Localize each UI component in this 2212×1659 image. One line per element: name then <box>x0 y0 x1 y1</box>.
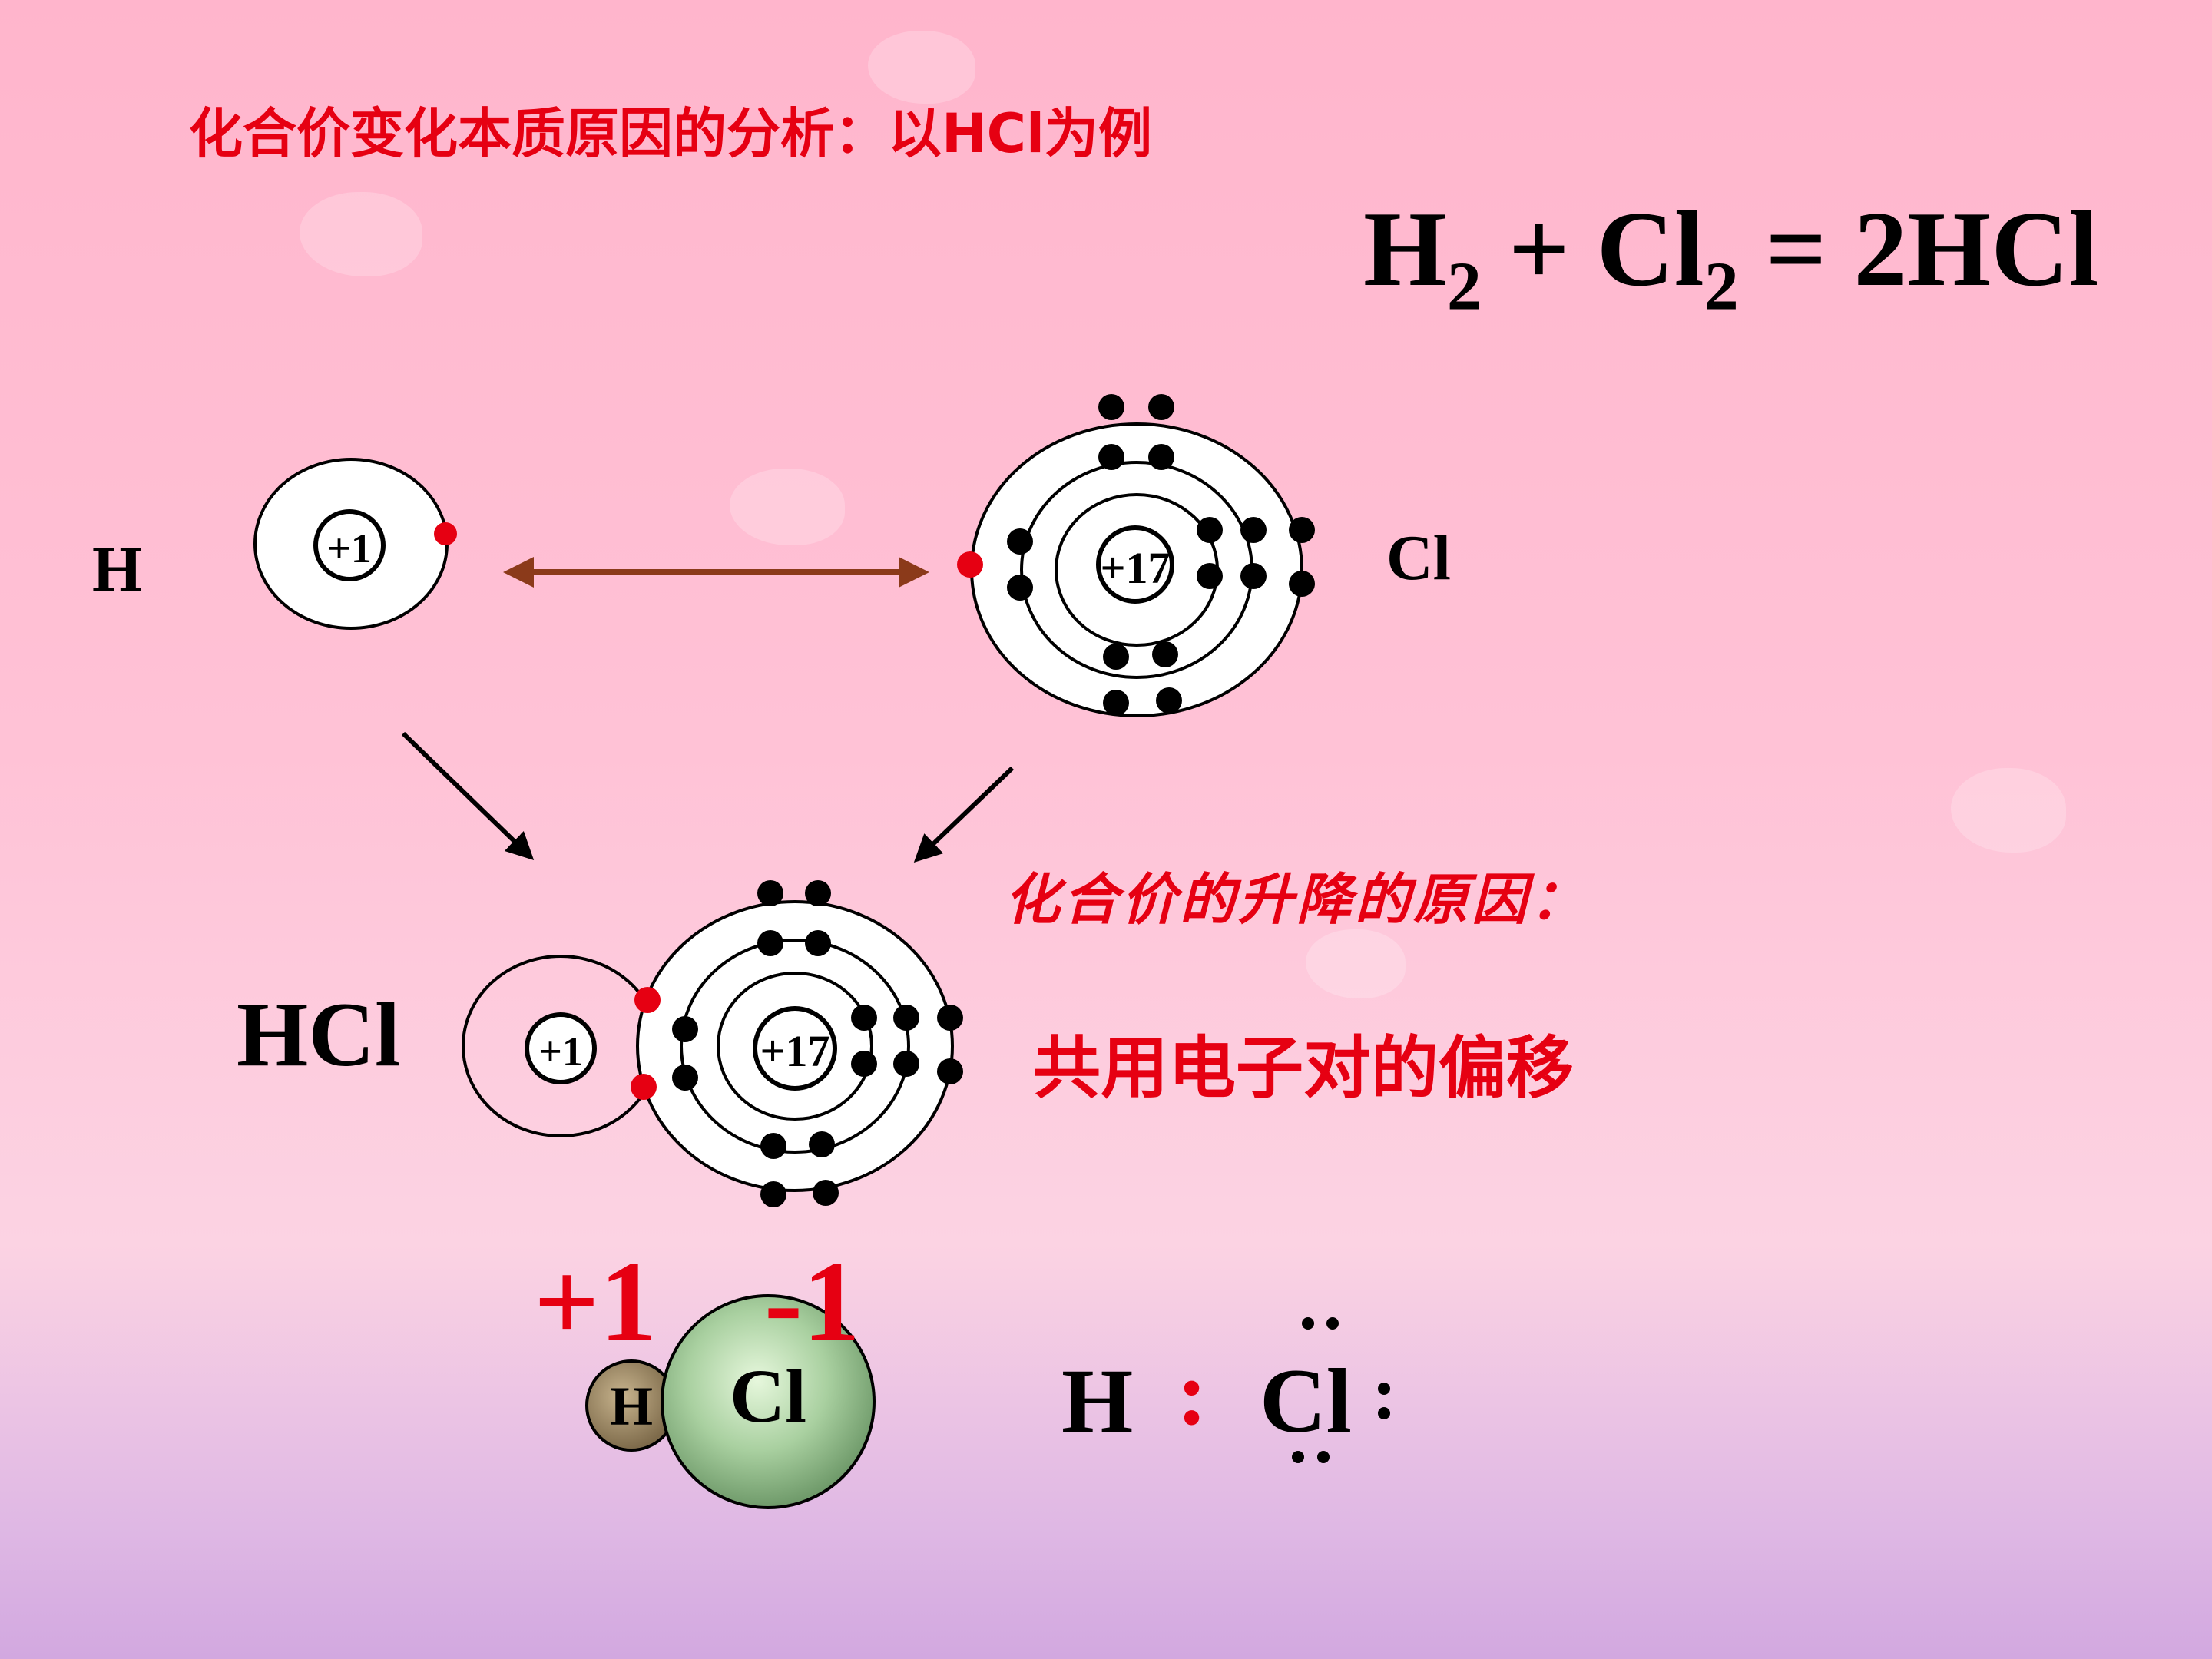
equation-h: H <box>1363 190 1447 309</box>
lewis-cl: Cl <box>1260 1349 1352 1452</box>
reason-heading: 化合价的升降的原因： <box>1005 867 1589 932</box>
h-nucleus-charge: +1 <box>327 525 372 571</box>
h-valence-electron <box>434 522 457 545</box>
cl-atom <box>957 394 1315 717</box>
cl-oxidation-state: -1 <box>764 1238 860 1366</box>
h-to-hcl-arrow <box>401 731 535 861</box>
equation-h-subscript: 2 <box>1446 248 1482 325</box>
lewis-lone-pairs <box>1292 1317 1390 1463</box>
hcl-electrons <box>672 880 963 1207</box>
hcl-cl-middle-shell <box>680 939 910 1154</box>
cl-nucleus <box>1096 525 1174 604</box>
cl-ball-label: Cl <box>730 1353 806 1439</box>
background-butterfly <box>1951 768 2066 853</box>
h-atom <box>253 458 457 630</box>
h-oxidation-state: +1 <box>534 1238 657 1366</box>
background-butterfly <box>300 192 422 276</box>
h-atom-label: H <box>92 534 143 605</box>
shared-electron-bottom <box>631 1074 657 1100</box>
hcl-label: HCl <box>237 983 401 1085</box>
background-butterfly <box>868 31 975 104</box>
cl-nucleus-charge: +17 <box>1100 543 1171 593</box>
hcl-cl-inner-shell <box>717 972 873 1121</box>
equation-product: = 2HCl <box>1738 190 2099 309</box>
hcl-cl-nucleus-charge: +17 <box>760 1026 830 1076</box>
cl-atom-label: Cl <box>1386 522 1451 594</box>
reaction-equation: H2 + Cl2 = 2HCl <box>1363 196 2098 322</box>
background-butterfly <box>1306 929 1406 998</box>
cl-valence-electron <box>957 551 983 578</box>
space-filling-model <box>585 1294 876 1509</box>
equation-cl: + Cl <box>1481 190 1704 309</box>
reason-text: 共用电子对的偏移 <box>1033 1028 1575 1108</box>
cl-ball <box>661 1294 876 1509</box>
hcl-h-nucleus-charge: +1 <box>538 1028 583 1075</box>
h-nucleus <box>313 509 386 581</box>
background-butterfly <box>730 469 845 545</box>
cl-electrons <box>1007 394 1315 716</box>
hcl-h-nucleus <box>525 1012 597 1084</box>
lewis-shared-pair: : <box>1177 1342 1207 1444</box>
hcl-cl-nucleus <box>753 1006 837 1091</box>
hcl-molecule <box>462 880 963 1207</box>
h-ball-label: H <box>609 1376 653 1437</box>
cl-to-hcl-arrow <box>913 766 1015 863</box>
slide-title: 化合价变化本质原因的分析：以HCl为例 <box>189 102 1152 165</box>
shared-electron-top <box>634 987 661 1013</box>
lewis-h: H <box>1061 1349 1134 1452</box>
equation-cl-subscript: 2 <box>1704 248 1739 325</box>
